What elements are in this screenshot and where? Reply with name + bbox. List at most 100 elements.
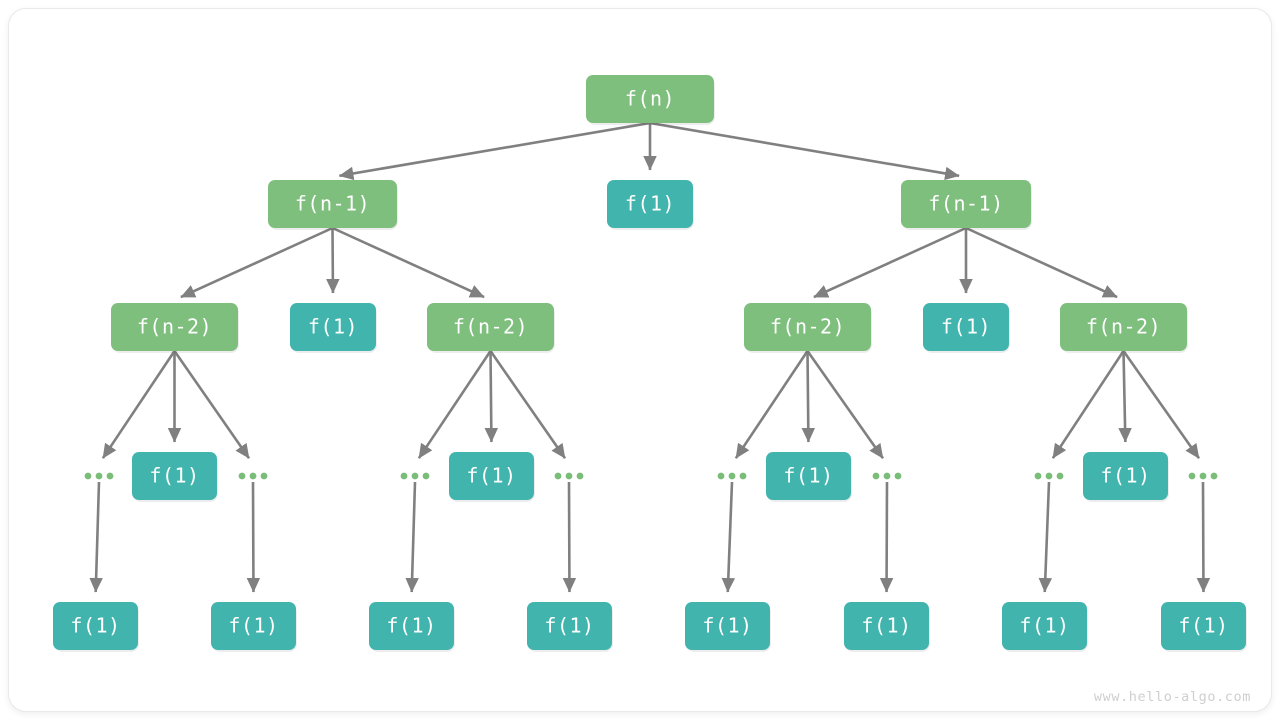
tree-node-f1[interactable]: f(1): [527, 602, 613, 652]
tree-node-fn-2[interactable]: f(n-2): [427, 303, 555, 353]
node-label: f(1): [228, 614, 278, 638]
ellipsis-dot-0: [717, 472, 725, 480]
node-box[interactable]: [449, 452, 534, 500]
tree-edge: [417, 350, 492, 459]
tree-node-f1[interactable]: f(1): [685, 602, 771, 652]
tree-node-f1[interactable]: f(1): [923, 303, 1010, 353]
node-box[interactable]: [1060, 303, 1187, 351]
node-box[interactable]: [744, 303, 871, 351]
node-label: f(n-2): [770, 315, 845, 339]
ellipsis-dot-2: [1056, 472, 1064, 480]
tree-node-f1[interactable]: f(1): [1002, 602, 1088, 652]
node-box[interactable]: [607, 180, 693, 228]
node-box[interactable]: [923, 303, 1009, 351]
tree-node-f1[interactable]: f(1): [844, 602, 930, 652]
tree-node-fn-2[interactable]: f(n-2): [744, 303, 872, 353]
node-box[interactable]: [844, 602, 929, 650]
ellipsis-node: [84, 472, 114, 480]
node-box[interactable]: [1002, 602, 1087, 650]
node-box[interactable]: [1161, 602, 1246, 650]
node-label: f(1): [941, 315, 991, 339]
node-box[interactable]: [211, 602, 296, 650]
tree-edge: [801, 350, 816, 443]
tree-edge: [1122, 350, 1201, 460]
node-box[interactable]: [427, 303, 554, 351]
tree-edge: [180, 226, 334, 299]
ellipsis-node: [1188, 472, 1218, 480]
tree-edge: [338, 121, 651, 181]
node-label: f(1): [386, 614, 436, 638]
tree-edge: [89, 481, 103, 593]
tree-node-fn-1[interactable]: f(n-1): [268, 180, 398, 230]
edges-layer: [89, 121, 1211, 593]
node-label: f(1): [625, 192, 675, 216]
ellipsis-dot-0: [84, 472, 92, 480]
tree-node-f1[interactable]: f(1): [766, 452, 852, 502]
ellipsis-dot-1: [249, 472, 257, 480]
node-box[interactable]: [901, 180, 1031, 228]
tree-edge: [405, 481, 419, 593]
ellipsis-dot-2: [739, 472, 747, 480]
node-box[interactable]: [369, 602, 454, 650]
tree-edge: [649, 121, 960, 181]
ellipsis-node: [238, 472, 268, 480]
node-box[interactable]: [1083, 452, 1168, 500]
tree-node-f1[interactable]: f(1): [607, 180, 694, 230]
ellipsis-dot-1: [95, 472, 103, 480]
tree-node-fn[interactable]: f(n): [586, 75, 715, 125]
node-label: f(n-1): [295, 192, 370, 216]
ellipsis-node: [717, 472, 747, 480]
ellipsis-dot-2: [1210, 472, 1218, 480]
tree-edge: [1118, 350, 1132, 443]
node-box[interactable]: [53, 602, 138, 650]
nodes-layer: f(n) f(n-1) f(1) f(n-1) f(n-2) f(1) f(n-2) f(n-…: [53, 75, 1247, 652]
ellipsis-dot-0: [1188, 472, 1196, 480]
tree-edge: [734, 350, 809, 459]
node-box[interactable]: [527, 602, 612, 650]
tree-node-fn-1[interactable]: f(n-1): [901, 180, 1032, 230]
node-label: f(1): [861, 614, 911, 638]
ellipsis-dot-0: [554, 472, 562, 480]
ellipsis-dot-0: [400, 472, 408, 480]
node-box[interactable]: [586, 75, 714, 123]
node-label: f(1): [308, 315, 358, 339]
node-label: f(1): [149, 464, 199, 488]
tree-node-f1[interactable]: f(1): [211, 602, 297, 652]
tree-node-f1[interactable]: f(1): [1083, 452, 1169, 502]
tree-node-f1[interactable]: f(1): [449, 452, 535, 502]
tree-edge: [173, 350, 251, 459]
node-box[interactable]: [111, 303, 238, 351]
node-label: f(n): [625, 87, 675, 111]
node-label: f(n-1): [928, 192, 1003, 216]
node-label: f(1): [1100, 464, 1150, 488]
tree-node-f1[interactable]: f(1): [1161, 602, 1247, 652]
tree-node-f1[interactable]: f(1): [369, 602, 455, 652]
node-box[interactable]: [685, 602, 770, 650]
tree-node-f1[interactable]: f(1): [290, 303, 377, 353]
ellipsis-node: [554, 472, 584, 480]
node-label: f(1): [1019, 614, 1069, 638]
ellipsis-dot-0: [872, 472, 880, 480]
tree-node-fn-2[interactable]: f(n-2): [1060, 303, 1188, 353]
node-box[interactable]: [766, 452, 851, 500]
node-label: f(n-2): [137, 315, 212, 339]
node-label: f(1): [1178, 614, 1228, 638]
ellipsis-node: [872, 472, 902, 480]
ellipsis-dot-2: [894, 472, 902, 480]
node-box[interactable]: [268, 180, 397, 228]
node-label: f(1): [70, 614, 120, 638]
tree-node-f1[interactable]: f(1): [132, 452, 218, 502]
ellipsis-dot-2: [260, 472, 268, 480]
node-box[interactable]: [290, 303, 376, 351]
ellipsis-dot-1: [1199, 472, 1207, 480]
node-label: f(1): [466, 464, 516, 488]
ellipsis-dot-2: [422, 472, 430, 480]
node-box[interactable]: [132, 452, 217, 500]
tree-node-fn-2[interactable]: f(n-2): [111, 303, 239, 353]
ellipsis-dot-2: [106, 472, 114, 480]
tree-edge: [806, 350, 885, 460]
ellipsis-dot-1: [565, 472, 573, 480]
tree-edge: [965, 226, 1118, 299]
tree-node-f1[interactable]: f(1): [53, 602, 139, 652]
node-label: f(1): [702, 614, 752, 638]
